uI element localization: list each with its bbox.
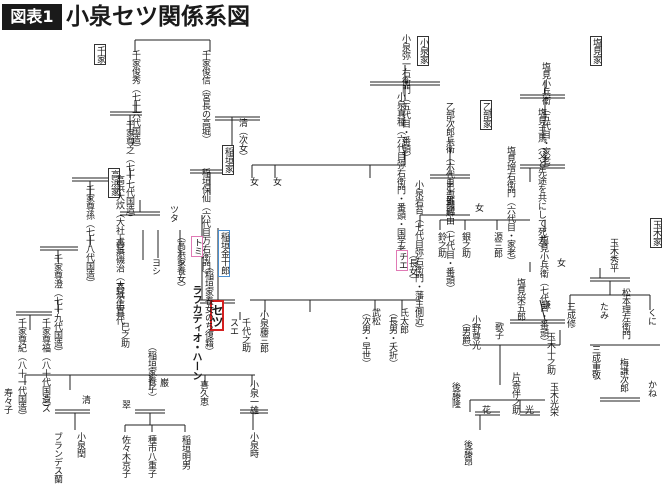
person-lafcadio-hearn: ラフカディオ・ハーン [190, 285, 201, 380]
person-setsu: セツ [210, 300, 224, 331]
person-koizumi-toki: 小泉時 [248, 432, 258, 458]
person-umekenji: 梅謙次郎 [618, 358, 628, 392]
person-takasumi: 千家尊澄（七十九代国造） [52, 254, 62, 356]
person-shi: シ [175, 258, 185, 267]
person-ono: 小野尊光 [470, 315, 480, 349]
person-kiyoshi2: 清 [80, 395, 90, 404]
person-kama: 鎌 [540, 300, 550, 309]
person-inagaki-kinjuro: 稲垣金十郎 [218, 230, 230, 277]
house-inagaki-label: 稲垣家 [222, 145, 234, 175]
person-takafuku: 千家尊福（八十代国造） [40, 318, 50, 412]
person-chiyonosuke: 千代之助 [240, 318, 250, 352]
person-iwao: 巌 [158, 378, 168, 387]
house-takahama-label: 高浜家 [108, 168, 120, 198]
person-sue: スエ [228, 318, 238, 335]
house-koizumi-label: 小泉家 [417, 36, 429, 66]
person-matsumoto: 松本理左衛門 [620, 288, 630, 339]
person-koizumi-tojiro: 小泉藤三郎 [258, 310, 268, 353]
person-mitsunari: 三成修 [565, 302, 575, 328]
person-kiyomitsu: 喜久恵 [198, 380, 208, 406]
person-kuni: くに [646, 308, 656, 325]
person-shizu: シズ [40, 395, 50, 412]
person-onna-c: 女 [555, 258, 565, 267]
person-otsu: 乙部次郎兵衛（六代目・番頭） [444, 102, 454, 221]
house-tamaki-label: 玉木家 [650, 218, 662, 248]
person-tamaki-mitsuei: 玉木光栄 [548, 382, 558, 416]
person-onna-d: 女 [473, 203, 483, 212]
person-tanemoto: 種市八重子 [146, 435, 156, 478]
person-uji: 氏太郎 [398, 308, 408, 334]
person-shiomi-mondo: 塩見主馬（父と先途を共にして死去） [536, 108, 546, 253]
person-chie-note: （長女） [407, 250, 417, 284]
person-toshihide: 千家俊秀（七十六代国造） [130, 50, 140, 152]
person-kaji-naka-note: （高浜家養女） [175, 232, 185, 292]
person-sui: 翠 [120, 400, 130, 409]
person-inagaki-akio: 稲垣明男 [180, 435, 190, 469]
person-brandes: ブランデス蘭 [52, 432, 62, 483]
person-goto-taka: 後藤隆 [450, 382, 460, 408]
person-uji-note: （長男・夭折） [387, 308, 397, 368]
person-yaemon1: 小泉弥一右衛門（五代目・番頭） [400, 34, 410, 162]
person-ono-note: （男爵） [460, 318, 470, 352]
person-kataharuyoshi: 片寄伴之助 [510, 372, 520, 415]
figure-title: 小泉セツ関係系図 [66, 4, 250, 30]
house-shiomi-label: 塩見家 [590, 36, 602, 66]
person-minokichi: 巳之助 [119, 322, 129, 348]
person-hana: 花 [480, 405, 490, 414]
person-take-note: （次男・早世） [360, 308, 370, 368]
person-tsuta: ツタ [168, 205, 178, 222]
person-onna-b: 女 [271, 177, 281, 186]
person-hikari: 光 [523, 405, 533, 414]
person-juko: 寿々子 [2, 388, 12, 414]
person-takatsugu: 千家尊孫（七十八代国造） [84, 185, 94, 287]
person-sasaki: 佐々木京子 [120, 435, 130, 478]
person-yoshi: ヨシ [150, 258, 160, 275]
person-takahama-nobuyoshi: 高浜信喜代 [114, 282, 124, 325]
person-koizumi-kazuo: 小泉一雄 [248, 380, 258, 414]
person-toshinobu: 千家俊信（宮長の高堀） [200, 50, 210, 144]
person-iwao-note: （稲垣家養子） [146, 342, 156, 402]
person-onna-a: 女 [248, 177, 258, 186]
person-shiomi-kohei2: 塩見小兵衛（七代目・番頭） [538, 235, 548, 346]
person-goto-aki: 後藤昂 [462, 440, 472, 466]
person-ginnosuke: 銀之助 [460, 232, 470, 258]
person-inagaki-yasuichi: 稲垣保仙（六代目万右衛門） [200, 168, 210, 279]
person-shiomi-kohei: 塩見小兵衛（五代目・家老） [540, 62, 550, 173]
person-chie: チエ [396, 250, 408, 271]
person-shiomi-eiko: 塩見栄五郎 [515, 278, 525, 321]
person-tamaki-rihei: 玉木十之助 [545, 332, 555, 375]
person-kaz: 歌子 [493, 322, 503, 339]
person-suzunosuke: 鈴之助 [436, 232, 446, 258]
person-kiyoshi: 乙部勘解由（七代目・番頭） [444, 182, 454, 293]
person-takahama-daijin: 高浜大炊（大社上官） [114, 175, 124, 260]
person-tamaki-shuhei: 玉木秀平 [608, 238, 618, 272]
person-masatane: 小泉真種（六代目弥右衛門・番頭・国学者） [395, 92, 405, 262]
person-kane: かね [646, 380, 656, 397]
person-koizumi-kiyo: 小泉閏 [75, 432, 85, 458]
person-iwai: 小泉岩苔（七代目弥右衛門・藩主側近） [413, 180, 423, 333]
person-setsu-note: （稲垣家養女のち復籍） [203, 262, 213, 356]
person-tami: たみ [598, 302, 608, 319]
house-senke-label: 千家 [94, 44, 106, 65]
person-takayuki: 千家尊之（七十七代国造） [124, 120, 134, 222]
person-takanori: 千家尊紀（八十一代国造） [16, 318, 26, 420]
house-otsubu-label: 乙部家 [480, 100, 492, 130]
person-shiomi-masuemon: 塩見増右衛門（六代目・家老） [505, 146, 515, 265]
person-gennosuke: 源三郎 [492, 232, 502, 258]
person-tomi: トミ [191, 236, 203, 257]
figure-badge: 図表1 [2, 4, 62, 30]
person-sei: 清（次女） [237, 118, 247, 161]
person-take: 武松 [370, 308, 380, 325]
person-mitsunari-shigetoshi: 三成重敬 [590, 345, 600, 379]
person-takahama-isoji: 高浜磯治（大社上官） [114, 238, 124, 323]
